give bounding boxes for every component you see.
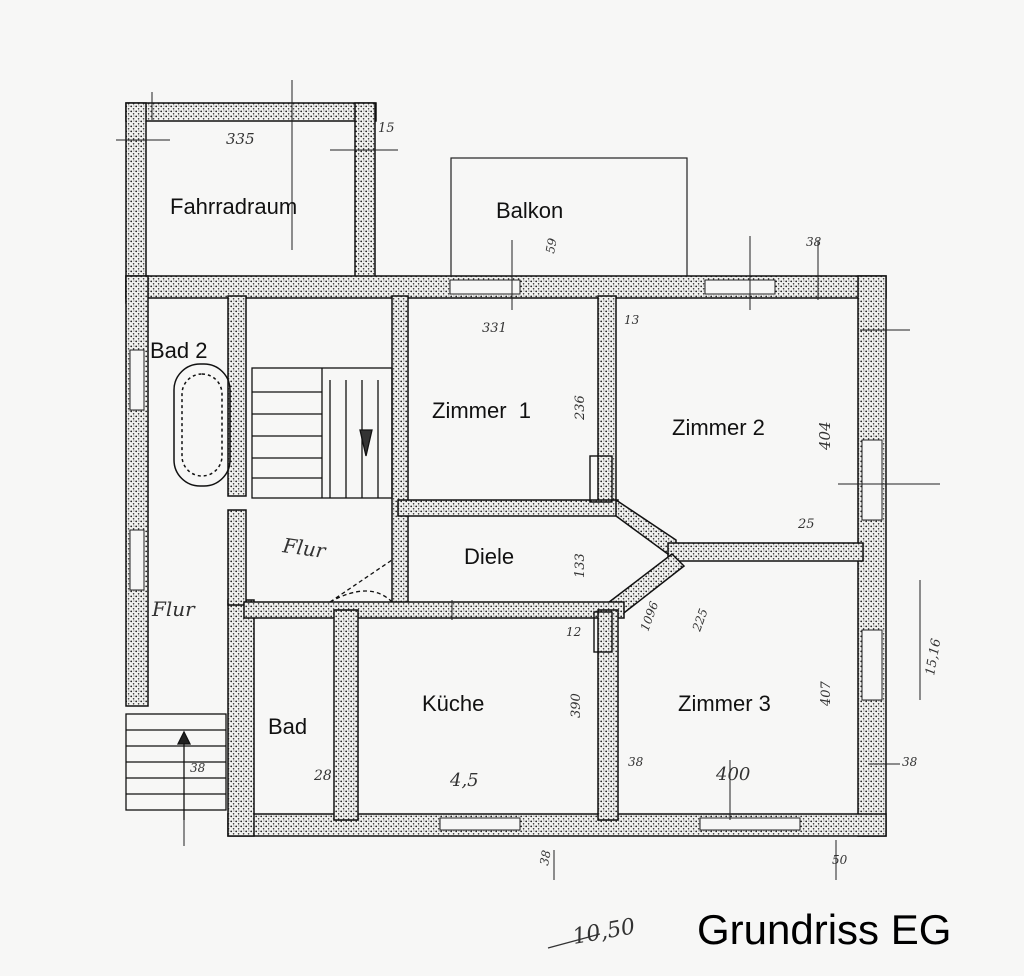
- room-label-kueche: Küche: [422, 691, 484, 716]
- dim-331: 331: [482, 321, 507, 336]
- windows: [129, 279, 883, 831]
- entrance-arrow-icon: [176, 730, 192, 745]
- wall-left-lower: [227, 599, 255, 837]
- dim-400: 400: [715, 764, 750, 785]
- wall-bad-kueche: [333, 609, 359, 821]
- dim-1516: 15,16: [923, 637, 944, 676]
- dim-38a: 38: [806, 235, 822, 249]
- dim-12: 12: [566, 625, 581, 639]
- wall-bad2-right: [227, 295, 247, 497]
- window-z1: [449, 279, 521, 295]
- dim-15a: 15: [378, 121, 395, 136]
- dim-38b: 38: [902, 755, 918, 769]
- bathtub-icon: [173, 363, 231, 487]
- room-label-zimmer3: Zimmer 3: [678, 691, 771, 716]
- dim-59: 59: [543, 237, 560, 255]
- dim-25: 25: [797, 517, 815, 532]
- window-left-flur: [129, 529, 145, 591]
- room-labels: Fahrradraum Balkon Bad 2 Zimmer 1 Zimmer…: [150, 194, 771, 739]
- wall-flur-left-inner: [227, 509, 247, 606]
- wall-fahrrad-left: [125, 102, 147, 304]
- window-bottom-kueche: [439, 817, 521, 831]
- dim-133: 133: [573, 553, 588, 578]
- hand-flur-lower: Flur: [151, 597, 196, 621]
- wall-diele-diag-top: [615, 498, 677, 562]
- room-label-zimmer1: Zimmer 1: [432, 398, 531, 423]
- window-right-b: [861, 629, 883, 701]
- dim-50: 50: [832, 853, 848, 867]
- wall-z1-bottom: [397, 499, 619, 517]
- wall-diele-bottom: [243, 601, 625, 619]
- room-label-zimmer2: Zimmer 2: [672, 415, 765, 440]
- wall-main-left: [125, 275, 149, 707]
- room-label-balkon: Balkon: [496, 198, 563, 223]
- window-z2: [704, 279, 776, 295]
- wall-z2-bottom: [667, 542, 864, 562]
- dim-335: 335: [226, 130, 255, 148]
- dim-1096: 1096: [638, 599, 662, 633]
- dim-38e: 38: [537, 849, 554, 867]
- scale-note-stroke: [547, 933, 601, 949]
- stair-arrow-icon: [359, 429, 373, 457]
- staircase: [125, 367, 393, 820]
- hand-flur-upper: Flur: [280, 533, 328, 563]
- dim-225: 225: [689, 607, 710, 634]
- window-right-a: [861, 439, 883, 521]
- dim-28: 28: [313, 768, 332, 784]
- dim-38d: 38: [190, 761, 206, 775]
- plan-title: Grundriss EG: [697, 906, 951, 953]
- room-label-bad2: Bad 2: [150, 338, 208, 363]
- wall-stair-right: [391, 295, 409, 607]
- door-swing: [329, 559, 393, 603]
- window-bottom-z3: [699, 817, 801, 831]
- room-label-fahrradraum: Fahrradraum: [170, 194, 297, 219]
- wall-fahrrad-right: [354, 102, 376, 284]
- dim-407: 407: [819, 680, 834, 707]
- dim-404: 404: [816, 421, 834, 451]
- dim-236: 236: [573, 395, 588, 421]
- chimney: [589, 455, 613, 653]
- room-label-diele: Diele: [464, 544, 514, 569]
- dim-45: 4,5: [449, 770, 479, 791]
- wall-kueche-z3: [597, 609, 619, 821]
- wall-fahrrad-top: [125, 102, 377, 122]
- balkon-outline: [450, 157, 688, 277]
- wall-z1-z2: [597, 295, 617, 515]
- dim-390: 390: [569, 693, 584, 718]
- dim-13: 13: [624, 313, 640, 327]
- room-label-bad: Bad: [268, 714, 307, 739]
- scale-note: 10,50: [571, 914, 637, 950]
- window-left-bad2: [129, 349, 145, 411]
- dimension-lines: [116, 80, 940, 880]
- dim-38c: 38: [628, 755, 644, 769]
